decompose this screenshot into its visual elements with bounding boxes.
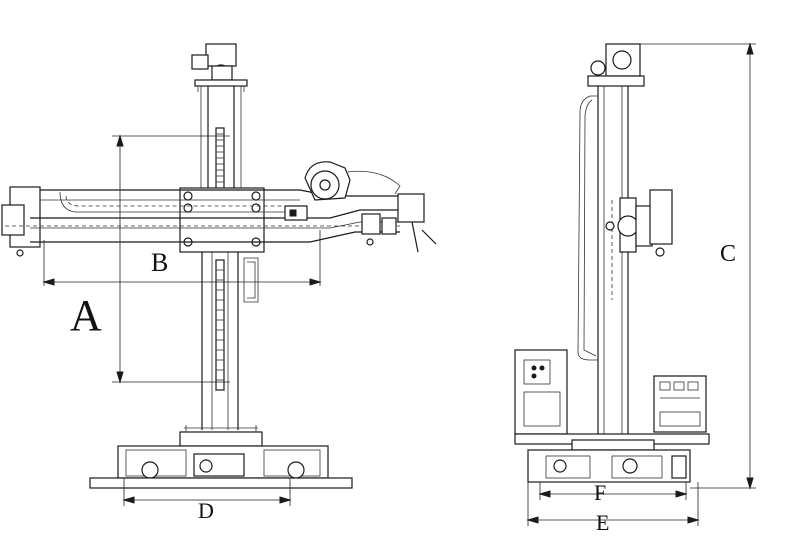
label-d: D — [198, 498, 214, 523]
front-welding-head — [304, 161, 437, 253]
front-column — [200, 86, 259, 430]
dimension-f — [538, 482, 688, 500]
label-b: B — [151, 248, 168, 277]
front-top-motor — [191, 43, 248, 92]
label-c: C — [720, 241, 736, 267]
front-view — [1, 43, 437, 506]
front-base — [89, 425, 353, 489]
dimension-e — [526, 482, 700, 526]
side-view — [514, 42, 756, 526]
dimension-b — [42, 230, 322, 286]
side-column — [577, 86, 629, 440]
side-top-motor — [587, 43, 645, 87]
side-operator-panel — [653, 375, 707, 433]
side-control-cabinet — [514, 349, 568, 435]
label-a: A — [70, 291, 102, 340]
dimension-d — [122, 478, 292, 506]
dimension-a — [112, 134, 230, 384]
label-e: E — [596, 510, 609, 535]
dimension-c — [640, 42, 756, 490]
label-f: F — [594, 480, 606, 505]
side-carriage — [605, 189, 673, 257]
front-carriage — [179, 187, 265, 253]
side-base — [514, 433, 710, 483]
